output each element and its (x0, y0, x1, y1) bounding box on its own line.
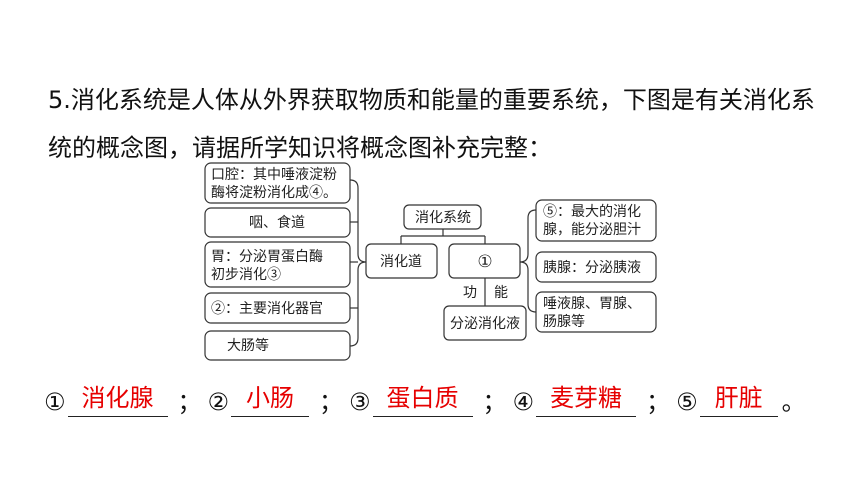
left-item-2: 咽、食道 (249, 214, 305, 231)
answer-text-1: 消化腺 (81, 384, 154, 412)
left-branch-node: 消化道 (380, 254, 422, 270)
left-item-4: ②：主要消化器官 (211, 301, 323, 317)
answer-blank-5[interactable]: 肝脏 (699, 380, 778, 417)
right-item-3-line-1: 唾液腺、胃腺、 (543, 296, 641, 312)
left-item-box-3 (204, 241, 351, 288)
question-text: 5.消化系统是人体从外界获取物质和能量的重要系统，下图是有关消化系统的概念图，请… (48, 86, 815, 162)
right-branch-box (448, 243, 521, 279)
right-item-1-line-2: 腺，能分泌胆汁 (543, 222, 641, 238)
function-label-2: 能 (494, 285, 508, 301)
right-branch-node: ① (477, 252, 492, 272)
right-item-2: 胰腺：分泌胰液 (543, 260, 641, 276)
left-item-3-line-2: 初步消化③ (211, 266, 281, 283)
answer-sep-1: ； (177, 388, 202, 416)
left-item-box-1 (204, 162, 351, 204)
left-item-box-2 (204, 207, 351, 238)
answer-text-3: 蛋白质 (386, 384, 459, 412)
answer-num-3: ③ (349, 388, 371, 416)
answer-text-2: 小肠 (246, 384, 295, 412)
function-target-node: 分泌消化液 (450, 316, 520, 332)
left-item-1-line-2: 酶将淀粉消化成④。 (211, 185, 337, 201)
answer-num-1: ① (44, 388, 66, 416)
left-item-1-line-1: 口腔：其中唾液淀粉 (211, 167, 337, 183)
answer-sep-3: ； (482, 388, 507, 416)
root-node: 消化系统 (415, 210, 471, 226)
answer-num-4: ④ (512, 388, 535, 416)
function-target-box (443, 305, 527, 341)
right-bracket (519, 209, 537, 313)
left-item-box-4 (204, 292, 351, 324)
left-item-box-5 (204, 330, 351, 361)
answer-sep-5: 。 (781, 388, 806, 416)
answer-blank-2[interactable]: 小肠 (231, 380, 310, 417)
right-item-box-2 (535, 251, 657, 283)
right-item-box-3 (535, 291, 657, 333)
right-item-box-1 (535, 199, 657, 242)
left-branch-box (365, 243, 438, 279)
left-item-5: 大肠等 (227, 337, 269, 354)
answer-num-5: ⑤ (676, 388, 698, 416)
answer-blank-3[interactable]: 蛋白质 (372, 380, 473, 417)
answer-sep-4: ； (646, 388, 671, 416)
answer-sep-2: ； (319, 388, 344, 416)
answer-text-5: 肝脏 (714, 384, 763, 412)
answer-blank-4[interactable]: 麦芽糖 (536, 380, 637, 417)
left-bracket (349, 179, 367, 347)
answer-num-2: ② (207, 388, 230, 416)
answer-blank-1[interactable]: 消化腺 (67, 380, 168, 417)
answer-text-4: 麦芽糖 (550, 384, 623, 412)
left-item-3-line-1: 胃：分泌胃蛋白酶 (211, 249, 323, 265)
right-item-3-line-2: 肠腺等 (543, 313, 585, 330)
function-label-1: 功 (463, 285, 477, 301)
root-box (403, 204, 482, 230)
right-item-1-line-1: ⑤：最大的消化 (543, 204, 641, 220)
